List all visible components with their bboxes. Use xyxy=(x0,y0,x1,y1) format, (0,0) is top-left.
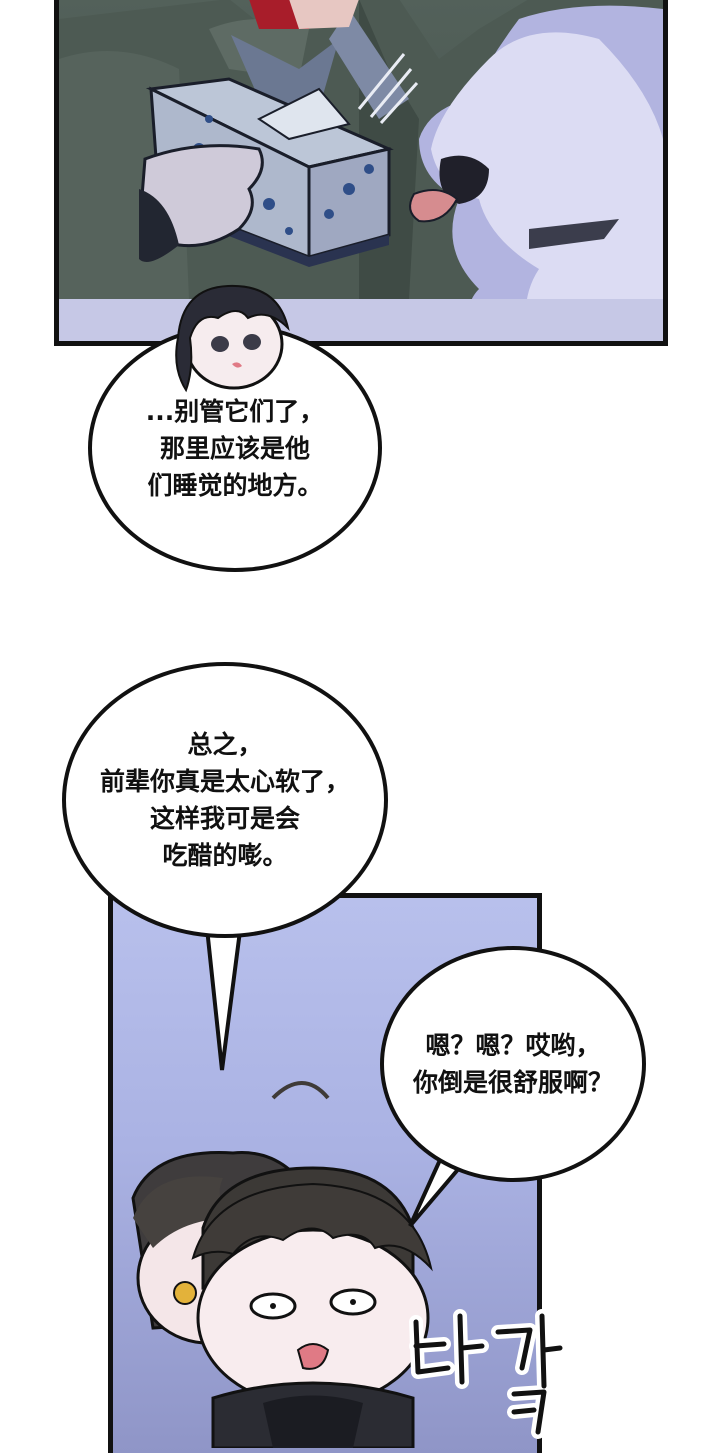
bubble-2-line-2: 前辈你真是太心软了， xyxy=(99,767,350,796)
speech-bubble-2: 总之， 前辈你真是太心软了， 这样我可是会 吃醋的嘭。 xyxy=(62,662,388,938)
bubble-1-line-2: 那里应该是他 xyxy=(159,433,310,463)
sound-effect-lettering xyxy=(409,1309,564,1439)
bubble-2-line-3: 这样我可是会 xyxy=(149,804,300,833)
top-panel xyxy=(54,0,668,346)
speech-bubble-3-text: 嗯？嗯？哎哟， 你倒是很舒服啊？ xyxy=(413,1027,613,1101)
speech-bubble-1-text: ...别管它们了， 那里应该是他 们睡觉的地方。 xyxy=(146,393,325,504)
chibi-character-head xyxy=(175,284,290,393)
bubble-1-line-3: 们睡觉的地方。 xyxy=(147,470,323,500)
bubble-3-tail xyxy=(408,1160,469,1228)
watermark: 画涯 免费漫画 xyxy=(558,1258,658,1340)
bottom-panel-art xyxy=(131,1081,433,1450)
speech-bubble-2-text: 总之， 前辈你真是太心软了， 这样我可是会 吃醋的嘭。 xyxy=(100,726,350,874)
bubble-2-tail xyxy=(201,900,247,1071)
top-panel-art xyxy=(59,0,663,341)
bubble-3-line-1: 嗯？嗯？哎哟， xyxy=(425,1031,601,1060)
bubble-2-line-4: 吃醋的嘭。 xyxy=(162,841,288,870)
speech-bubble-3: 嗯？嗯？哎哟， 你倒是很舒服啊？ xyxy=(380,946,646,1182)
bubble-1-line-1: ...别管它们了， xyxy=(145,396,325,426)
bubble-2-line-1: 总之， xyxy=(187,730,263,759)
watermark-subtitle: 免费漫画 xyxy=(563,1314,652,1339)
speech-bubble-1: ...别管它们了， 那里应该是他 们睡觉的地方。 xyxy=(88,324,382,572)
bubble-3-line-2: 你倒是很舒服啊？ xyxy=(412,1068,613,1097)
watermark-logo: 画涯 xyxy=(557,1258,658,1314)
